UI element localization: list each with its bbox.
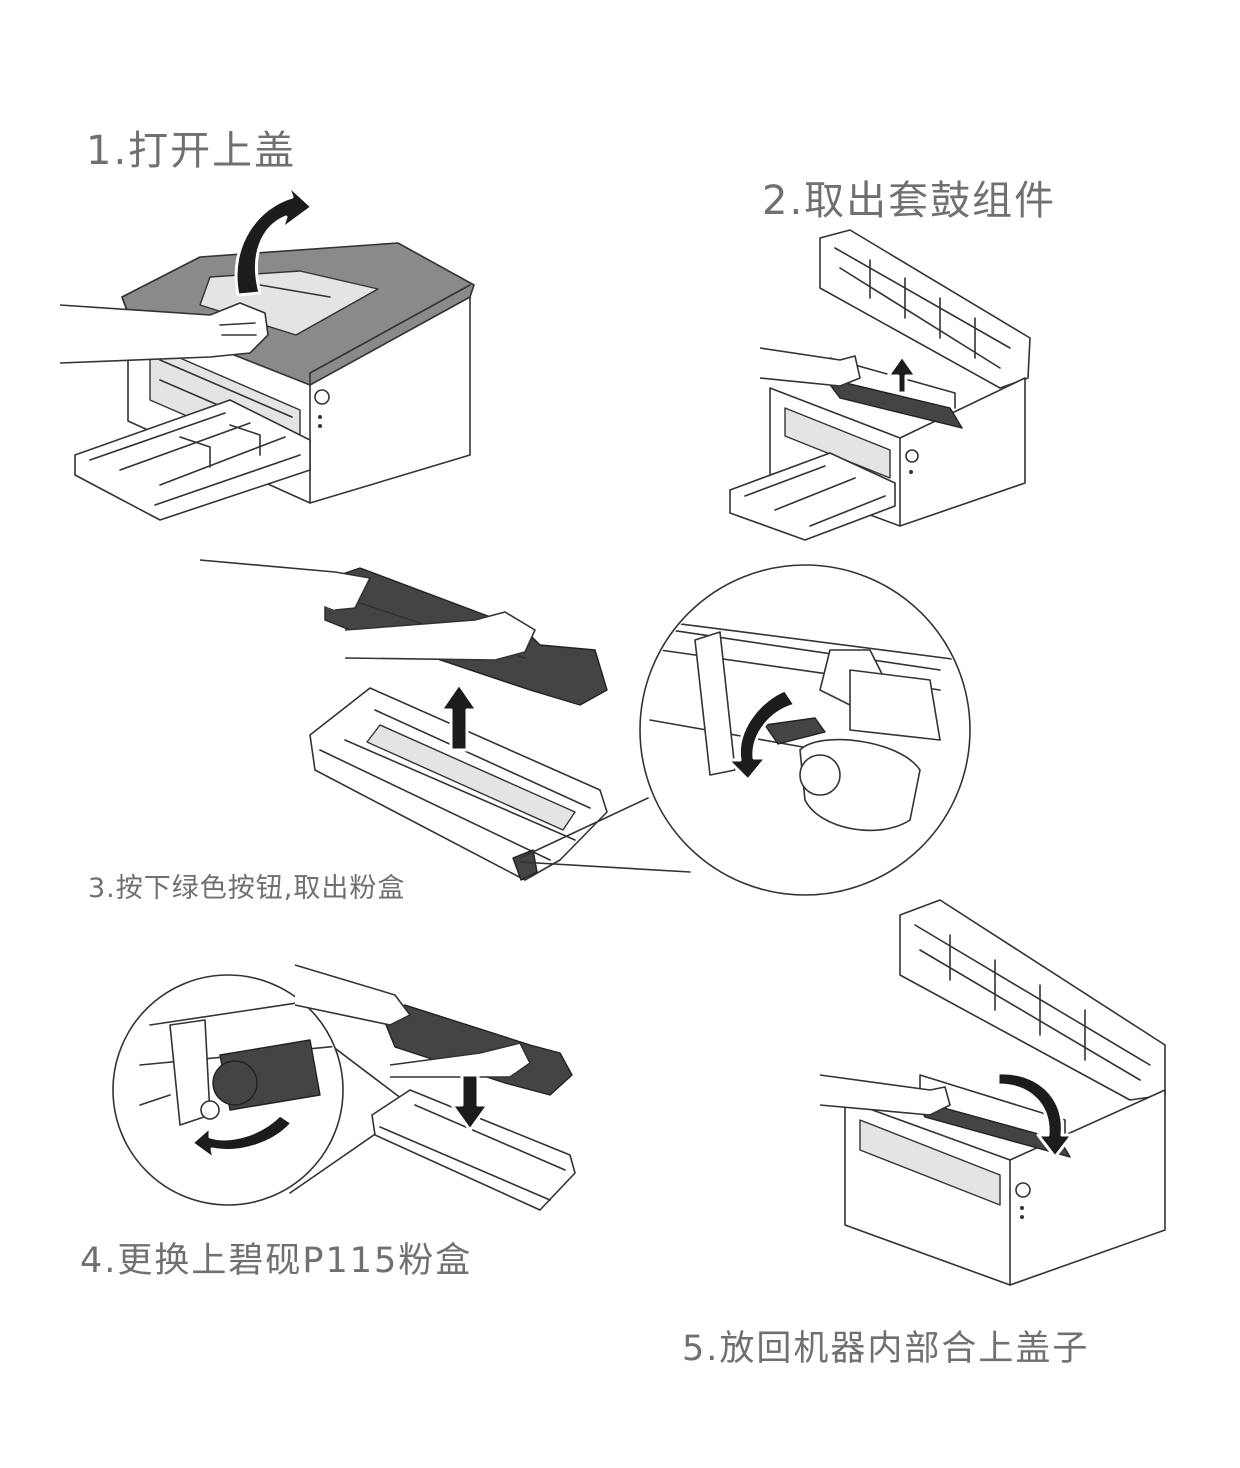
step-1-open-lid-illustration [60, 185, 480, 530]
step-3-zoom-detail [520, 560, 960, 900]
step-5-reinstall-illustration [820, 895, 1170, 1290]
step-4-label: 4.更换上碧砚P115粉盒 [80, 1241, 473, 1281]
step-3-remove-toner-illustration [195, 550, 625, 890]
step-1-label: 1.打开上盖 [86, 128, 297, 174]
step-5-label: 5.放回机器内部合上盖子 [682, 1329, 1090, 1369]
step-3-label: 3.按下绿色按钮,取出粉盒 [88, 873, 406, 904]
step-4-replace-toner-illustration [110, 965, 590, 1215]
step-2-remove-drum-illustration [730, 228, 1030, 528]
step-2-label: 2.取出套鼓组件 [762, 178, 1057, 224]
